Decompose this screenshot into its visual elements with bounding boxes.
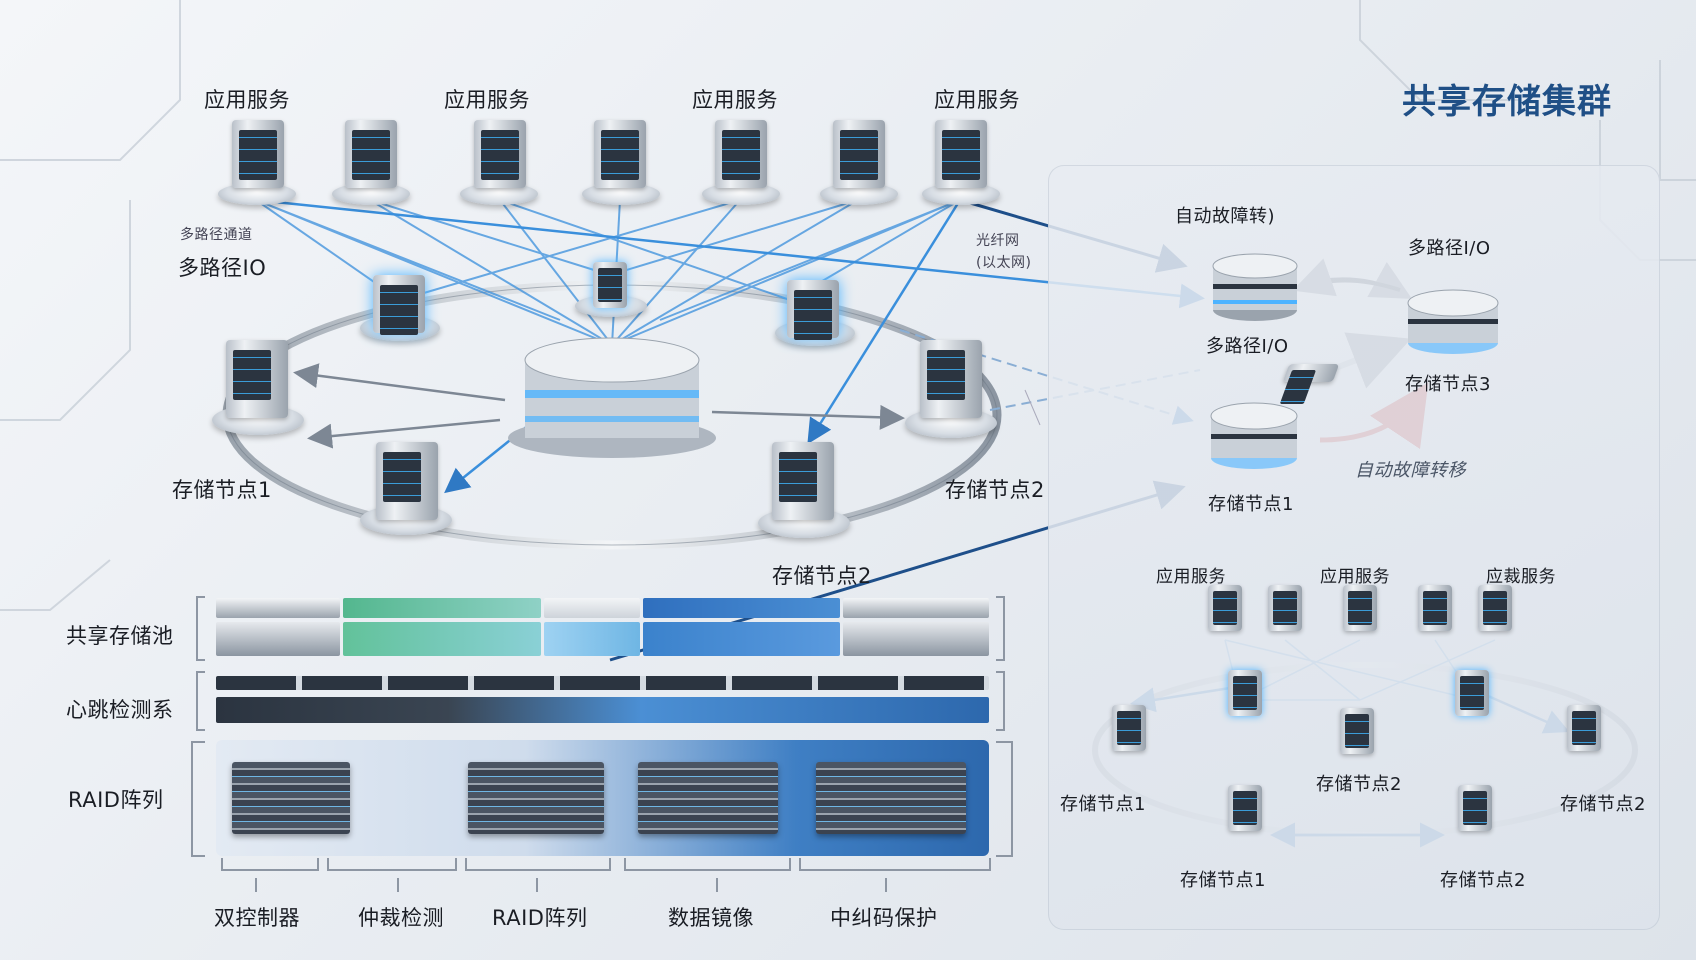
heartbeat-label: 心跳检测系 [66, 698, 174, 722]
mini-app-service-label: 应用服务 [1156, 567, 1226, 587]
mini-app-server [1478, 585, 1512, 631]
arbitration-label: 仲裁检测 [358, 906, 444, 930]
shared-pool-row-bottom [216, 622, 989, 656]
mini-app-service-label: 应用服务 [1320, 567, 1390, 587]
fiber-network-label: 光纤网 [976, 233, 1020, 249]
dual-controller-label: 双控制器 [214, 906, 300, 930]
mini-node-label: 存储节点2 [1560, 794, 1646, 815]
app-service-label: 应用服务 [934, 88, 1020, 112]
server-base [582, 183, 660, 205]
auto-failover-arrow-label: 自动故障转移 [1355, 460, 1466, 481]
mini-storage-node [1228, 670, 1262, 716]
mini-node-label: 存储节点1 [1180, 870, 1266, 891]
storage-node-1 [226, 340, 288, 418]
server-base [460, 183, 538, 205]
storage-node-2-bottom-label: 存储节点2 [772, 564, 872, 588]
storage-disk-3 [1407, 289, 1499, 354]
storage-node-2 [920, 340, 982, 418]
raid-enclosure [816, 762, 966, 834]
app-server [594, 120, 646, 188]
storage-node-2-label: 存储节点2 [945, 478, 1045, 502]
server-base [332, 183, 410, 205]
app-service-label: 应用服务 [692, 88, 778, 112]
multipath-io-label-top: 多路径I/O [1408, 238, 1491, 259]
raid-enclosure [232, 762, 350, 834]
server-base [820, 183, 898, 205]
storage-node [593, 262, 627, 308]
mini-node-label: 存储节点1 [1060, 794, 1146, 815]
mini-app-service-label: 应裁服务 [1486, 567, 1556, 587]
storage-disk-1 [1212, 253, 1298, 321]
server-base [922, 183, 1000, 205]
raid-bottom-label: RAID阵列 [492, 906, 588, 930]
data-mirror-label: 数据镜像 [668, 906, 754, 930]
storage-node-1-right-label: 存储节点1 [1208, 494, 1294, 515]
app-server [474, 120, 526, 188]
app-server [833, 120, 885, 188]
app-server [715, 120, 767, 188]
shared-pool-row-top [216, 598, 989, 618]
auto-failover-label: 自动故障转) [1175, 206, 1276, 227]
mini-storage-node [1112, 705, 1146, 751]
app-server [935, 120, 987, 188]
cluster-detail-panel [1048, 165, 1660, 930]
mini-storage-node [1455, 670, 1489, 716]
multipath-io-label: 多路径IO [178, 256, 267, 280]
storage-node [772, 442, 834, 520]
heartbeat-rack-bottom [216, 697, 989, 723]
storage-node [787, 280, 839, 340]
storage-node [373, 275, 425, 335]
storage-node-3-label: 存储节点3 [1405, 374, 1491, 395]
mini-storage-node [1228, 785, 1262, 831]
mini-storage-node [1340, 708, 1374, 754]
server-base [702, 183, 780, 205]
ethernet-label: (以太网) [976, 255, 1032, 271]
raid-enclosure [468, 762, 604, 834]
mini-storage-node [1458, 785, 1492, 831]
storage-node-1-label: 存储节点1 [172, 478, 272, 502]
app-service-label: 应用服务 [444, 88, 530, 112]
mini-app-server [1343, 585, 1377, 631]
mini-node-label: 存储节点2 [1316, 774, 1402, 795]
network-switch-icon [1282, 364, 1340, 382]
mini-node-label: 存储节点2 [1440, 870, 1526, 891]
erasure-code-label: 中纠码保护 [830, 906, 938, 930]
multipath-channel-label: 多路径通道 [180, 227, 253, 243]
raid-enclosure [638, 762, 778, 834]
heartbeat-rack-top [216, 676, 989, 690]
mini-app-server [1208, 585, 1242, 631]
shared-pool-label: 共享存储池 [66, 624, 174, 648]
storage-node [376, 442, 438, 520]
mini-app-server [1268, 585, 1302, 631]
server-base [218, 183, 296, 205]
app-server [345, 120, 397, 188]
mini-app-server [1418, 585, 1452, 631]
storage-disk-node-1 [1210, 402, 1298, 469]
page-title: 共享存储集群 [1402, 82, 1612, 122]
app-service-label: 应用服务 [204, 88, 290, 112]
central-storage-core [508, 337, 716, 458]
app-server [232, 120, 284, 188]
raid-array-panel [216, 740, 989, 856]
raid-array-label: RAID阵列 [68, 788, 164, 812]
mini-storage-node [1567, 705, 1601, 751]
multipath-io-label-mid: 多路径I/O [1206, 336, 1289, 357]
